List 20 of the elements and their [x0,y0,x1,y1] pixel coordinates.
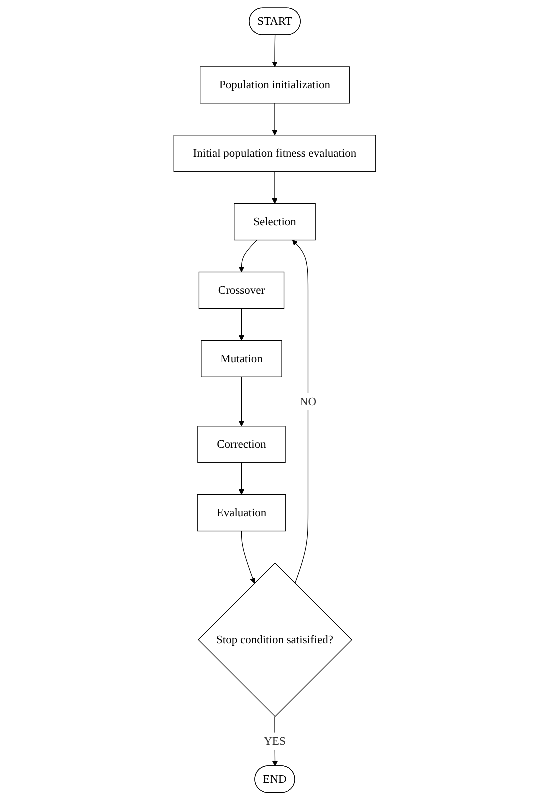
arrow [238,240,258,273]
arrow [292,240,309,584]
arrow [272,103,278,136]
edge-label: NO [300,395,317,408]
node-box: Correction [198,426,286,464]
arrow [241,530,256,584]
node-box: Crossover [198,272,285,310]
node-box: Mutation [201,340,282,378]
arrow [238,462,245,496]
arrow [238,308,245,341]
arrow [272,716,278,767]
node-box: Selection [234,204,316,241]
node-diamond: Stop condition satisified? [198,562,352,718]
node-box: Population initialization [200,66,350,104]
node-box: Initial population fitness evaluation [174,135,376,172]
node-box: Evaluation [197,494,286,532]
edge-label: YES [264,734,286,748]
arrow [238,376,245,427]
arrow [272,35,278,68]
arrow [272,172,278,204]
